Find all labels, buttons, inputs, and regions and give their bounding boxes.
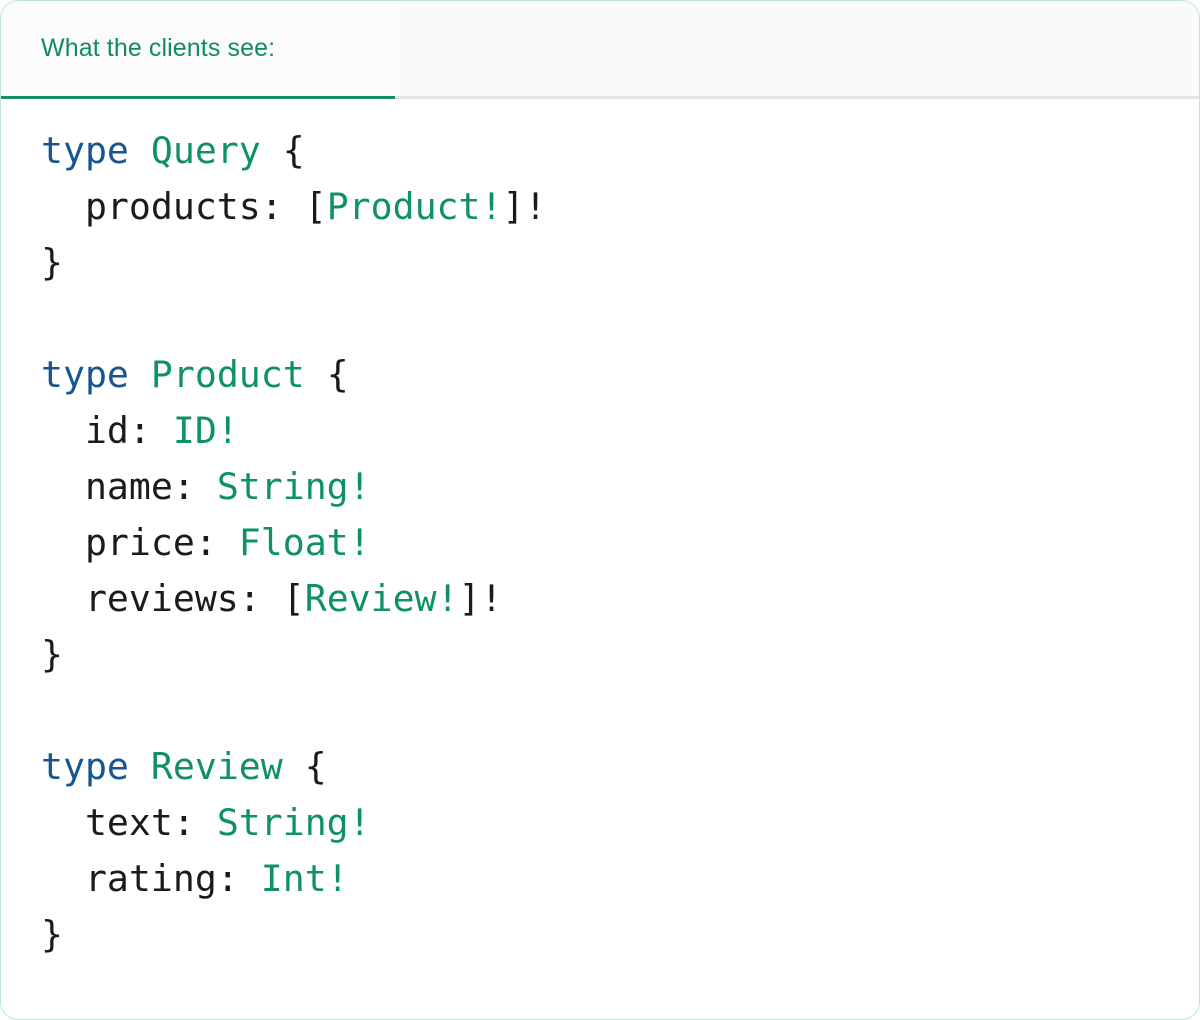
code-token-punc: {: [260, 129, 305, 172]
code-token-punc: ]!: [502, 185, 547, 228]
code-token-punc: [129, 745, 151, 788]
code-token-type: Product: [150, 353, 305, 396]
code-token-punc: [129, 129, 151, 172]
tab-label: What the clients see:: [41, 34, 276, 62]
code-line: price: Float!: [41, 521, 371, 564]
code-line: type Query {: [41, 129, 305, 172]
code-token-punc: }: [41, 633, 63, 676]
code-token-kw: type: [41, 745, 129, 788]
code-token-punc: {: [304, 353, 349, 396]
code-token-field: products:: [41, 185, 305, 228]
code-line: products: [Product!]!: [41, 185, 547, 228]
code-token-punc: [: [282, 577, 305, 620]
code-token-punc: }: [41, 241, 63, 284]
code-line: reviews: [Review!]!: [41, 577, 503, 620]
code-panel: type Query { products: [Product!]! } typ…: [1, 99, 1199, 1018]
code-token-field: name:: [41, 465, 217, 508]
code-token-type: Float!: [238, 521, 371, 564]
code-line: name: String!: [41, 465, 371, 508]
code-token-type: Product!: [326, 185, 503, 228]
code-token-field: id:: [41, 409, 173, 452]
code-token-field: price:: [41, 521, 239, 564]
code-line: type Review {: [41, 745, 327, 788]
code-token-type: ID!: [172, 409, 239, 452]
code-token-type: Int!: [260, 857, 349, 900]
code-line: }: [41, 633, 63, 676]
graphql-schema-code[interactable]: type Query { products: [Product!]! } typ…: [1, 123, 1199, 963]
code-line: rating: Int!: [41, 857, 349, 900]
code-token-type: String!: [216, 465, 371, 508]
code-token-type: Review!: [304, 577, 459, 620]
code-token-punc: [: [304, 185, 327, 228]
code-token-punc: ]!: [458, 577, 503, 620]
code-token-type: Query: [150, 129, 261, 172]
code-blank-line: [41, 291, 1199, 347]
code-blank-line: [41, 683, 1199, 739]
code-token-punc: }: [41, 913, 63, 956]
code-line: text: String!: [41, 801, 371, 844]
code-line: }: [41, 913, 63, 956]
code-token-field: text:: [41, 801, 217, 844]
code-line: }: [41, 241, 63, 284]
code-token-type: String!: [216, 801, 371, 844]
code-token-field: rating:: [41, 857, 261, 900]
code-token-kw: type: [41, 129, 129, 172]
code-token-type: Review: [150, 745, 283, 788]
code-token-kw: type: [41, 353, 129, 396]
code-token-field: reviews:: [41, 577, 283, 620]
tab-what-the-clients-see[interactable]: What the clients see:: [1, 1, 395, 99]
code-token-punc: [129, 353, 151, 396]
code-token-punc: {: [282, 745, 327, 788]
code-line: id: ID!: [41, 409, 239, 452]
tab-bar: What the clients see:: [1, 1, 1199, 99]
code-line: type Product {: [41, 353, 349, 396]
